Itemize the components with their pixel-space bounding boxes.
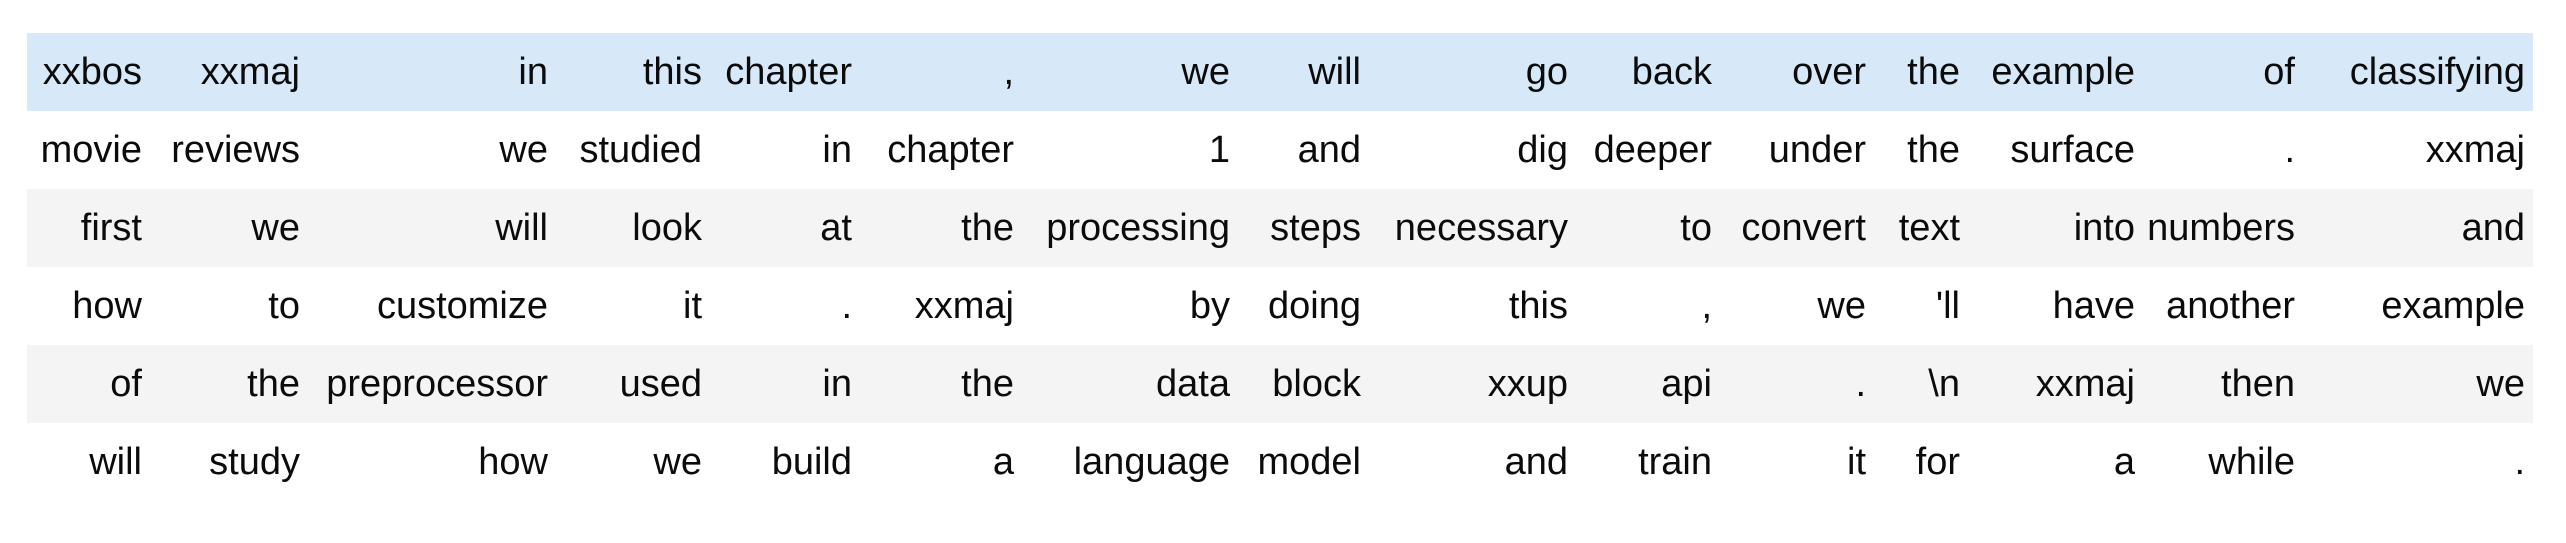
token-cell: we (1720, 267, 1874, 345)
token-cell: will (1238, 33, 1369, 111)
token-cell: movie (27, 111, 150, 189)
token-cell: will (308, 189, 556, 267)
token-cell: doing (1238, 267, 1369, 345)
token-cell: this (1369, 267, 1576, 345)
token-cell: the (150, 345, 308, 423)
token-cell: processing (1022, 189, 1238, 267)
token-cell: a (860, 423, 1022, 501)
token-cell: . (710, 267, 860, 345)
token-cell: and (1238, 111, 1369, 189)
token-cell: train (1576, 423, 1720, 501)
token-cell: then (2143, 345, 2303, 423)
token-cell: under (1720, 111, 1874, 189)
token-cell: xxmaj (1968, 345, 2143, 423)
token-cell: of (2143, 33, 2303, 111)
token-cell: deeper (1576, 111, 1720, 189)
token-cell: convert (1720, 189, 1874, 267)
token-cell: for (1874, 423, 1968, 501)
token-cell: , (1576, 267, 1720, 345)
token-cell: it (1720, 423, 1874, 501)
token-cell: xxup (1369, 345, 1576, 423)
token-cell: in (710, 345, 860, 423)
token-cell: over (1720, 33, 1874, 111)
token-cell: xxmaj (2303, 111, 2533, 189)
token-cell: to (1576, 189, 1720, 267)
token-cell: in (308, 33, 556, 111)
token-cell: in (710, 111, 860, 189)
token-cell: we (1022, 33, 1238, 111)
token-cell: xxmaj (150, 33, 308, 111)
token-cell: we (308, 111, 556, 189)
token-cell: xxmaj (860, 267, 1022, 345)
token-cell: reviews (150, 111, 308, 189)
token-cell: how (27, 267, 150, 345)
token-cell: we (2303, 345, 2533, 423)
token-cell: while (2143, 423, 2303, 501)
token-cell: study (150, 423, 308, 501)
token-cell: dig (1369, 111, 1576, 189)
token-cell: we (150, 189, 308, 267)
token-cell: chapter (710, 33, 860, 111)
token-cell: by (1022, 267, 1238, 345)
token-cell: model (1238, 423, 1369, 501)
token-cell: a (1968, 423, 2143, 501)
token-cell: the (860, 189, 1022, 267)
token-cell: example (2303, 267, 2533, 345)
token-cell: first (27, 189, 150, 267)
token-cell: the (1874, 33, 1968, 111)
token-cell: to (150, 267, 308, 345)
token-cell: chapter (860, 111, 1022, 189)
token-cell: will (27, 423, 150, 501)
token-cell: of (27, 345, 150, 423)
token-cell: customize (308, 267, 556, 345)
token-cell: . (1720, 345, 1874, 423)
token-cell: at (710, 189, 860, 267)
token-cell: \n (1874, 345, 1968, 423)
token-cell: numbers (2143, 189, 2303, 267)
token-cell: how (308, 423, 556, 501)
token-cell: example (1968, 33, 2143, 111)
token-cell: build (710, 423, 860, 501)
token-cell: another (2143, 267, 2303, 345)
token-cell: preprocessor (308, 345, 556, 423)
token-cell: into (1968, 189, 2143, 267)
token-cell: , (860, 33, 1022, 111)
token-cell: the (860, 345, 1022, 423)
token-cell: have (1968, 267, 2143, 345)
token-cell: 'll (1874, 267, 1968, 345)
token-cell: xxbos (27, 33, 150, 111)
token-cell: . (2303, 423, 2533, 501)
token-cell: studied (556, 111, 710, 189)
token-cell: the (1874, 111, 1968, 189)
token-cell: 1 (1022, 111, 1238, 189)
token-cell: necessary (1369, 189, 1576, 267)
token-cell: . (2143, 111, 2303, 189)
token-cell: this (556, 33, 710, 111)
token-cell: look (556, 189, 710, 267)
token-cell: it (556, 267, 710, 345)
token-cell: api (1576, 345, 1720, 423)
token-cell: language (1022, 423, 1238, 501)
token-cell: block (1238, 345, 1369, 423)
token-cell: go (1369, 33, 1576, 111)
token-cell: data (1022, 345, 1238, 423)
token-cell: text (1874, 189, 1968, 267)
token-cell: we (556, 423, 710, 501)
token-cell: used (556, 345, 710, 423)
token-cell: classifying (2303, 33, 2533, 111)
token-cell: surface (1968, 111, 2143, 189)
token-cell: and (2303, 189, 2533, 267)
token-cell: steps (1238, 189, 1369, 267)
token-cell: back (1576, 33, 1720, 111)
token-cell: and (1369, 423, 1576, 501)
